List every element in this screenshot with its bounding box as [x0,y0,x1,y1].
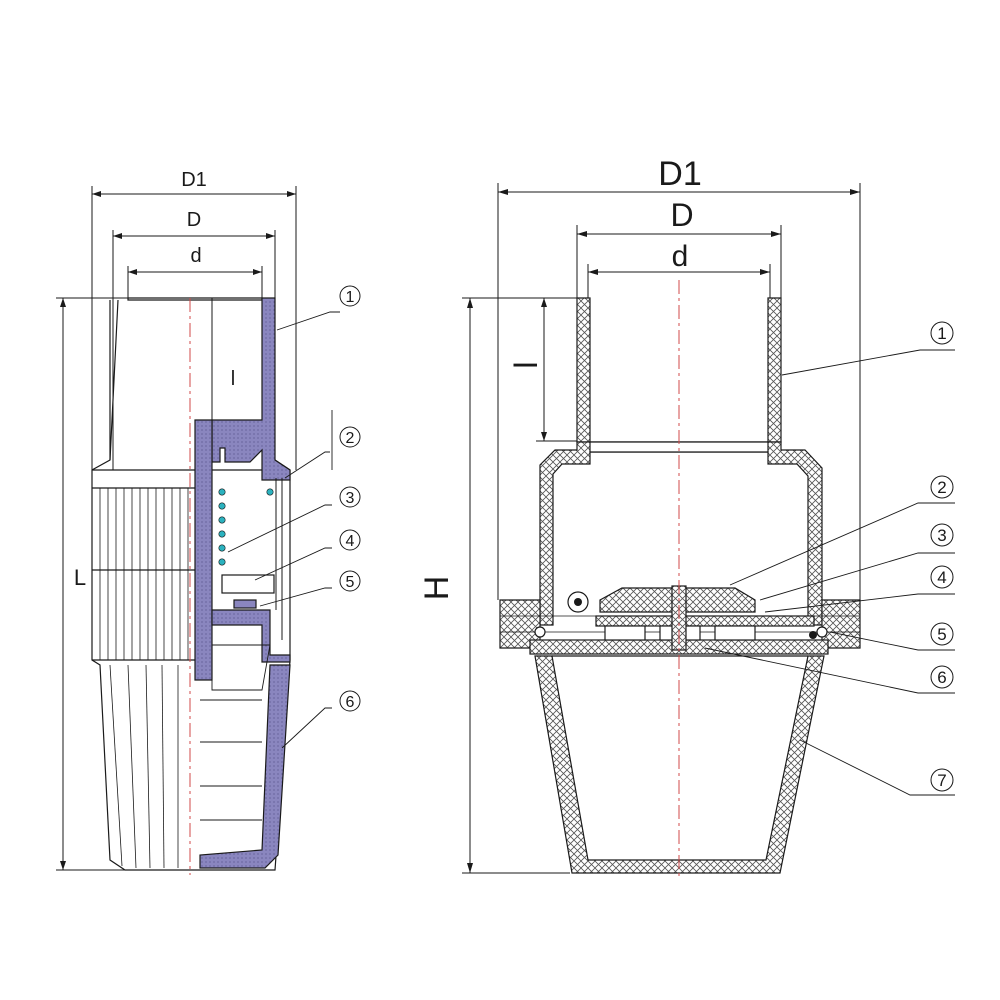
right-d-label: D [670,197,693,233]
right-callout-6: 6 [937,668,946,687]
right-socket-left-wall [576,297,591,443]
right-callout-1: 1 [937,324,946,343]
right-seat-plate [595,615,815,627]
right-callouts: 1 2 3 4 5 6 7 [930,321,954,792]
right-oring-left [534,626,546,638]
left-dimension-arrows [60,191,296,870]
left-leaders [227,311,340,749]
left-callout-2: 2 [346,430,355,447]
left-d-label: D [187,209,201,231]
right-small-d-label: d [672,240,689,273]
right-leaders [704,349,955,796]
left-bottom-rings [200,644,271,821]
left-view [56,186,340,875]
right-oring-right [816,626,828,638]
left-callout-4: 4 [346,533,355,550]
left-grip-ribs [99,488,189,869]
left-callout-6: 6 [346,694,355,711]
right-inner-step [589,441,769,453]
left-small-d-label: d [190,245,201,267]
right-view [462,183,955,880]
right-callout-7: 7 [937,771,946,790]
left-callout-5: 5 [346,574,355,591]
right-socket-depth-label: l [508,361,544,368]
right-callout-2: 2 [937,478,946,497]
right-callout-5: 5 [937,625,946,644]
right-d1-label: D1 [658,155,701,193]
left-gasket [233,599,257,609]
right-socket-right-wall [767,297,782,443]
left-dimension-lines [56,186,297,871]
left-spring [218,488,274,566]
right-seat-ring [604,625,646,641]
right-dimension-arrows [467,189,860,873]
left-socket-depth-label: l [231,368,235,390]
left-length-label: L [74,565,86,590]
left-callouts: 1 2 3 4 5 6 [339,285,361,712]
right-height-label: H [418,576,456,601]
left-section-cage [194,419,213,681]
right-dimension-lines [462,183,861,874]
left-poppet [221,574,275,594]
left-callout-1: 1 [346,289,355,306]
left-section-seat [211,609,291,663]
right-callout-3: 3 [937,526,946,545]
left-section-bottom [199,664,291,869]
left-section-pipe [211,297,291,481]
left-callout-3: 3 [346,490,355,507]
left-d1-label: D1 [181,169,207,191]
right-callout-4: 4 [937,568,946,587]
